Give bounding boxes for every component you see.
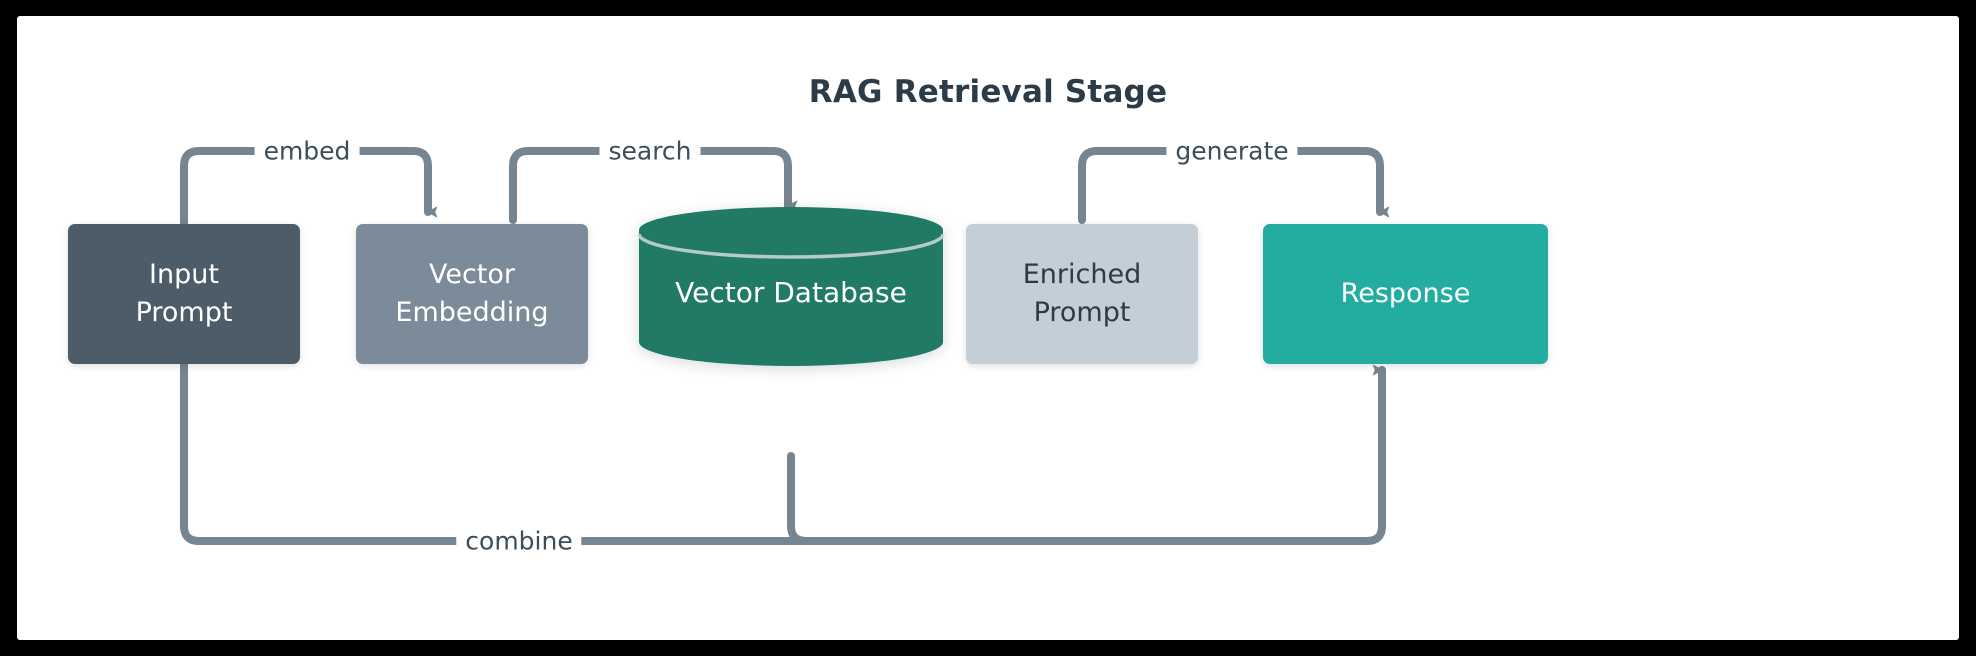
- node-response-line1: Response: [1340, 277, 1471, 309]
- node-enriched-prompt-line1: Enriched: [1022, 258, 1142, 290]
- diagram-card: RAG Retrieval Stage: [17, 16, 1959, 640]
- node-input-prompt-line1: Input: [149, 258, 219, 290]
- cylinder-shape: [637, 207, 945, 366]
- edge-label-embed: embed: [254, 136, 360, 166]
- edge-db-to-combine-path: [787, 452, 810, 545]
- node-vector-embedding[interactable]: Vector Embedding: [356, 224, 588, 364]
- node-vector-embedding-line2: Embedding: [395, 297, 549, 328]
- node-input-prompt-line2: Prompt: [135, 297, 233, 328]
- page-title: RAG Retrieval Stage: [808, 74, 1168, 110]
- edge-label-search: search: [599, 136, 701, 166]
- edge-label-combine: combine: [456, 526, 582, 556]
- rag-diagram: RAG Retrieval Stage: [17, 16, 1959, 640]
- node-input-prompt[interactable]: Input Prompt: [68, 224, 300, 364]
- node-response[interactable]: Response: [1263, 224, 1548, 364]
- node-enriched-prompt[interactable]: Enriched Prompt: [966, 224, 1198, 364]
- node-vector-embedding-line1: Vector: [428, 258, 516, 290]
- edge-combine-path: [180, 360, 1386, 545]
- edge-label-generate: generate: [1166, 136, 1298, 166]
- node-enriched-prompt-line2: Prompt: [1033, 297, 1131, 328]
- node-vector-database[interactable]: Vector Database: [637, 206, 945, 366]
